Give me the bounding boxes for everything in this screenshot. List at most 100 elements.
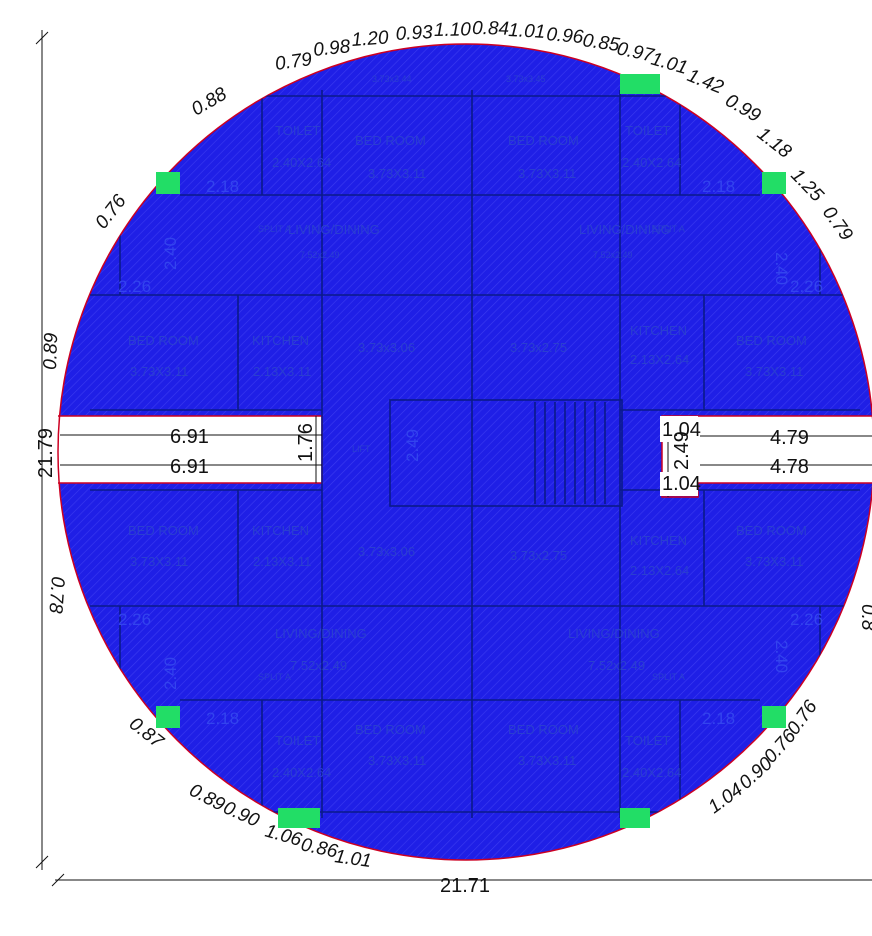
room-size: 7.52x2.49 <box>588 658 645 673</box>
arc-label: 0.89 <box>40 332 62 370</box>
inner-dim: 2.40 <box>161 657 180 690</box>
inner-dim: 2.18 <box>206 709 239 728</box>
room-label: TOILET <box>275 733 320 748</box>
room-label: TOILET <box>625 733 670 748</box>
floor-plate <box>58 44 872 860</box>
notch-right-lower-label: 4.78 <box>770 456 809 478</box>
room-label: BED ROOM <box>508 133 579 148</box>
room-label: KITCHEN <box>252 523 309 538</box>
notch-left-height-label: 1.76 <box>295 423 317 462</box>
shaft-marker <box>156 172 180 194</box>
room-label: SPLIT A <box>652 672 685 682</box>
room-size: 7.52x2.49 <box>300 250 340 260</box>
overall-height-label: 21.79 <box>35 428 57 478</box>
inner-dim: 2.26 <box>118 610 151 629</box>
room-size: 3.73X3.11 <box>130 364 188 379</box>
overall-width-label: 21.71 <box>440 875 490 897</box>
room-size: 2.40X2.64 <box>622 155 681 170</box>
room-size: 3.73x3.06 <box>358 340 415 355</box>
arc-label: 0.85 <box>581 30 621 56</box>
room-label: BED ROOM <box>736 523 807 538</box>
room-label: KITCHEN <box>630 533 687 548</box>
room-size: 3.73x3.06 <box>358 544 415 559</box>
inner-dim: 2.40 <box>772 252 791 285</box>
room-label: TOILET <box>625 123 670 138</box>
room-label: SPLIT A <box>652 224 685 234</box>
stair-dim: 2.49 <box>403 429 422 462</box>
inner-dim: 2.26 <box>790 277 823 296</box>
notch-left-upper-label: 6.91 <box>170 426 209 448</box>
room-size: 2.13X2.64 <box>630 563 689 578</box>
arc-label: 0.84 <box>472 18 509 40</box>
room-label: LIVING/DINING <box>579 222 671 237</box>
inner-dim: 2.40 <box>772 640 791 673</box>
room-size: 3.73X3.11 <box>518 166 576 181</box>
notch-right-top-label: 1.04 <box>662 419 701 441</box>
room-size: 3.73X3.11 <box>368 166 426 181</box>
room-label: SPLIT A <box>258 672 291 682</box>
arc-label: 1.18 <box>753 123 795 163</box>
room-size: 7.52x2.49 <box>290 658 347 673</box>
room-label: BED ROOM <box>355 133 426 148</box>
shaft-markers <box>156 74 786 828</box>
arc-label: 0.78 <box>44 576 68 615</box>
room-label: KITCHEN <box>630 323 687 338</box>
arc-label: 1.25 <box>786 165 827 207</box>
inner-dim: 2.26 <box>790 610 823 629</box>
arc-label: 0.79 <box>274 49 314 75</box>
room-label: BED ROOM <box>128 333 199 348</box>
room-label: LIVING/DINING <box>568 626 660 641</box>
room-size: 3.73x2.75 <box>510 340 567 355</box>
notch-left-lower-label: 6.91 <box>170 456 209 478</box>
inner-dimensions: 2.18 2.26 2.18 2.26 2.26 2.18 2.26 2.18 … <box>118 177 823 728</box>
room-labels: BED ROOM 3.73X3.11 BED ROOM 3.73X3.11 TO… <box>128 74 807 780</box>
room-label: BED ROOM <box>128 523 199 538</box>
arc-label: 1.20 <box>351 27 390 51</box>
shaft-marker <box>156 706 180 728</box>
room-size: 2.13X2.64 <box>630 352 689 367</box>
inner-dim: 2.26 <box>118 277 151 296</box>
arc-label: 0.8 <box>857 604 872 631</box>
arc-label: 0.88 <box>188 83 231 120</box>
room-size: 3.73X3.11 <box>130 554 188 569</box>
plate-outline <box>57 43 872 861</box>
arc-label: 0.93 <box>395 22 433 45</box>
arc-label: 0.99 <box>722 90 765 127</box>
room-size: 3.73x3.44 <box>372 74 412 84</box>
shaft-marker <box>620 74 660 94</box>
room-label: LIVING/DINING <box>275 626 367 641</box>
inner-dim: 2.40 <box>161 237 180 270</box>
room-size: 3.73X3.11 <box>745 554 803 569</box>
inner-dim: 2.18 <box>702 177 735 196</box>
arc-label: 1.01 <box>333 846 373 872</box>
room-label: KITCHEN <box>252 333 309 348</box>
dimension-lines <box>35 30 872 887</box>
left-notch <box>58 416 322 483</box>
inner-dim: 2.18 <box>206 177 239 196</box>
room-size: 3.73x3.45 <box>506 74 546 84</box>
overall-dimension-labels: 21.79 21.71 6.91 6.91 4.79 4.78 1.76 1.0… <box>35 416 809 897</box>
room-size: 2.40X2.64 <box>272 765 331 780</box>
inner-dim: 2.18 <box>702 709 735 728</box>
room-label: TOILET <box>275 123 320 138</box>
arc-label: 1.01 <box>508 20 546 43</box>
shaft-marker <box>278 808 320 828</box>
notch-right-bot-label: 1.04 <box>662 473 701 495</box>
room-label: BED ROOM <box>355 722 426 737</box>
room-label: LIVING/DINING <box>288 222 380 237</box>
room-size: 7.52x2.49 <box>593 250 633 260</box>
room-size: 2.13X3.11 <box>253 554 311 569</box>
room-size: 3.73X3.11 <box>745 364 803 379</box>
notch-right-upper-label: 4.79 <box>770 427 809 449</box>
arc-label: 0.96 <box>546 24 585 48</box>
arc-label: 1.42 <box>684 65 727 98</box>
room-size: 3.73x2.75 <box>510 548 567 563</box>
room-label: BED ROOM <box>736 333 807 348</box>
walls <box>90 90 860 818</box>
shaft-marker <box>620 808 650 828</box>
room-size: 3.73X3.11 <box>518 753 576 768</box>
room-size: 2.13X3.11 <box>253 364 311 379</box>
notch-right-mid-label: 2.49 <box>671 431 693 470</box>
arc-label: 1.10 <box>434 19 472 41</box>
